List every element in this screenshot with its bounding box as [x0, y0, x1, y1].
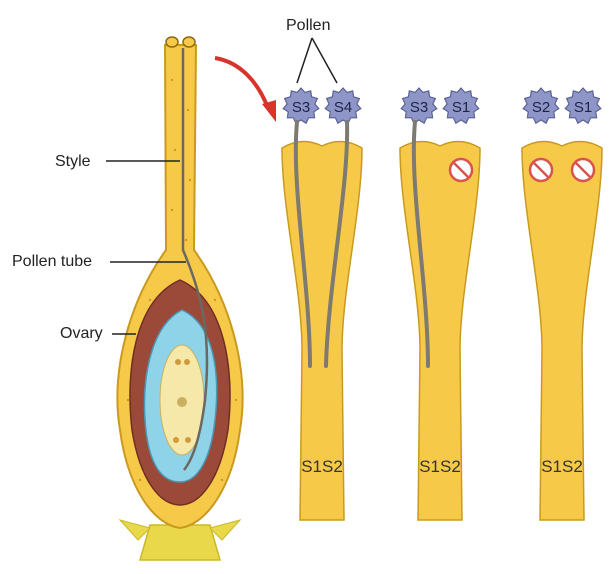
- synergid-2: [185, 437, 191, 443]
- label-style: Style: [55, 153, 91, 170]
- stigma-lobe-right: [183, 37, 195, 47]
- label-ovary: Ovary: [60, 325, 103, 342]
- pollen-grain: S1: [443, 88, 479, 123]
- sepal-right: [210, 520, 240, 540]
- pollen-grain: S4: [325, 88, 361, 123]
- antipodal-1: [175, 359, 181, 365]
- pollen-allele-label: S3: [410, 99, 428, 116]
- transfer-arrow: [215, 58, 276, 122]
- pistil-base: [140, 525, 220, 560]
- label-pollen-tube: Pollen tube: [12, 253, 92, 270]
- pollen-allele-label: S2: [532, 99, 550, 116]
- antipodal-2: [184, 359, 190, 365]
- pollen-pointer-right: [312, 38, 337, 83]
- pollen-allele-label: S1: [574, 99, 592, 116]
- blocked-sign: [572, 159, 594, 181]
- egg-cell: [177, 397, 187, 407]
- pollen-pointer-left: [297, 38, 312, 83]
- pistil: [117, 37, 242, 560]
- pollen-grain: S3: [401, 88, 437, 123]
- pollen-grain: S1: [565, 88, 601, 123]
- blocked-sign: [530, 159, 552, 181]
- sepal-left: [120, 520, 150, 540]
- pollen-grain: S2: [523, 88, 559, 123]
- pollen-allele-label: S1: [452, 99, 470, 116]
- pollen-label-group: Pollen: [286, 17, 337, 83]
- pollen-grain: S3: [283, 88, 319, 123]
- label-pollen: Pollen: [286, 17, 330, 34]
- arrow-curve: [215, 58, 268, 108]
- pollen-allele-label: S3: [292, 99, 310, 116]
- style-genotype-label: S1S2: [419, 457, 461, 476]
- synergid-1: [173, 437, 179, 443]
- pollen-allele-label: S4: [334, 99, 352, 116]
- stigma-lobe-left: [166, 37, 178, 47]
- blocked-sign: [450, 159, 472, 181]
- style-genotype-label: S1S2: [541, 457, 583, 476]
- style-genotype-label: S1S2: [301, 457, 343, 476]
